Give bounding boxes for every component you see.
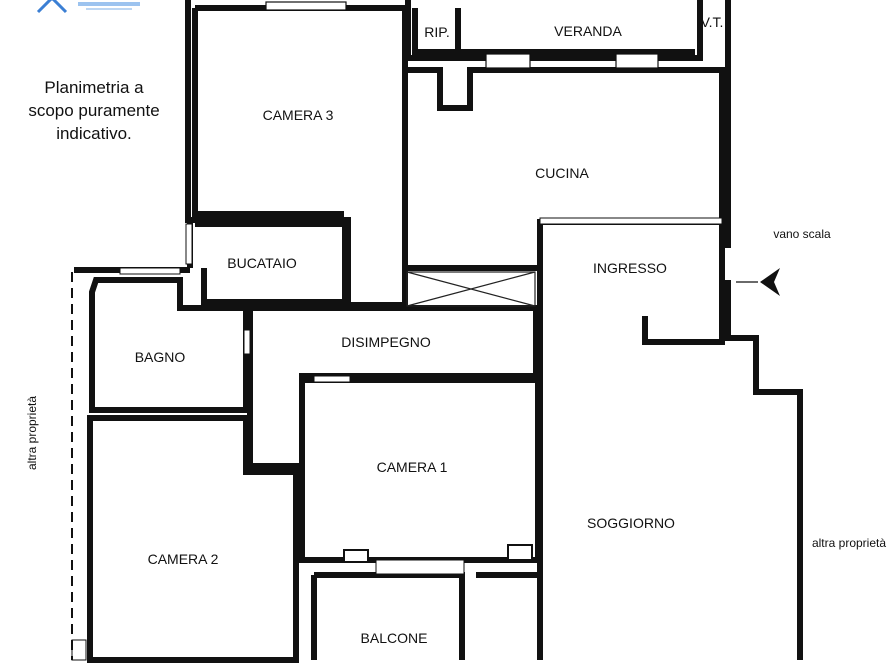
- room-bucataio: BUCATAIO: [227, 255, 297, 271]
- note-line-1: Planimetria a: [44, 78, 144, 97]
- room-cucina: CUCINA: [535, 165, 589, 181]
- room-disimpegno: DISIMPEGNO: [341, 334, 431, 350]
- room-ingresso: INGRESSO: [593, 260, 667, 276]
- label-altra-proprieta-right: altra proprietà: [812, 536, 886, 550]
- room-balcone: BALCONE: [361, 630, 428, 646]
- entrance-arrow-icon: [736, 268, 780, 296]
- agency-logo: [36, 0, 140, 14]
- label-vano-scala: vano scala: [773, 227, 831, 241]
- note-line-3: indicativo.: [56, 124, 132, 143]
- room-soggiorno: SOGGIORNO: [587, 515, 675, 531]
- note-line-2: scopo puramente: [28, 101, 159, 120]
- room-veranda: VERANDA: [554, 23, 622, 39]
- openings: [71, 1, 723, 661]
- room-bagno: BAGNO: [135, 349, 186, 365]
- room-camera2: CAMERA 2: [148, 551, 219, 567]
- room-camera3: CAMERA 3: [263, 107, 334, 123]
- label-altra-proprieta-left: altra proprietà: [25, 396, 39, 470]
- room-camera1: CAMERA 1: [377, 459, 448, 475]
- room-rip: RIP.: [424, 24, 449, 40]
- room-vt: V.T.: [701, 14, 724, 30]
